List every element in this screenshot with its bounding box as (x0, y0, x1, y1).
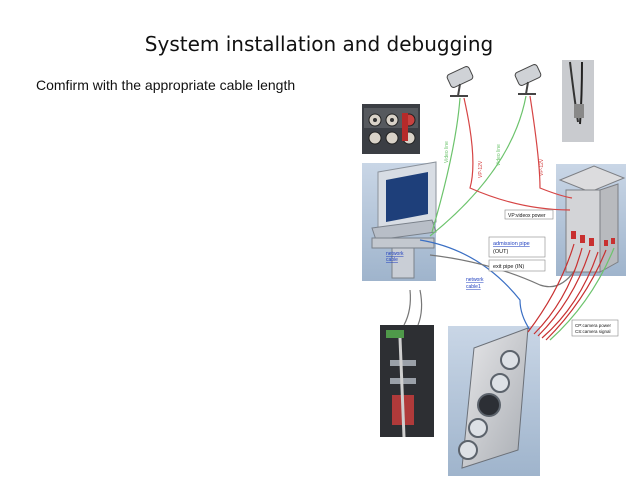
connector-strip-photo (380, 325, 434, 438)
cables (403, 95, 615, 341)
camera-1 (446, 66, 474, 97)
video-line-label-1: Video line (444, 141, 450, 163)
vp-12v-label-1: VP-12V (478, 160, 484, 178)
camera-2 (514, 64, 542, 95)
cs-camera-signal-label: CS:camera signal (575, 329, 611, 334)
slide-title: System installation and debugging (144, 32, 494, 56)
admission-pipe-label: admission pipe (493, 241, 530, 247)
control-cabinet (556, 164, 626, 276)
slide-subtitle: Comfirm with the appropriate cable lengt… (36, 77, 296, 93)
cp-camera-power-label: CP:camera power (575, 323, 612, 328)
network-cable-label-left-2: cable (386, 257, 398, 263)
network-cable-label-left: network (386, 251, 404, 257)
exit-pipe-label: exit pipe (IN) (493, 264, 524, 270)
cable-ends-photo (562, 60, 594, 142)
vp-videox-power-label: VP:videox power (508, 213, 546, 219)
connector-panel-photo (362, 104, 420, 154)
network-cable-label-right-2: cable1 (466, 284, 481, 290)
vp-12v-label-2: VP-12V (539, 158, 545, 176)
out-label: (OUT) (493, 249, 508, 255)
computer-monitor (362, 161, 437, 281)
light-head-device (448, 326, 540, 476)
video-line-label-2: Video line (496, 144, 502, 166)
diagram-labels: Video line Video line VP-12V VP-12V VP:v… (386, 141, 619, 337)
network-cable-label-right: network (466, 277, 484, 283)
